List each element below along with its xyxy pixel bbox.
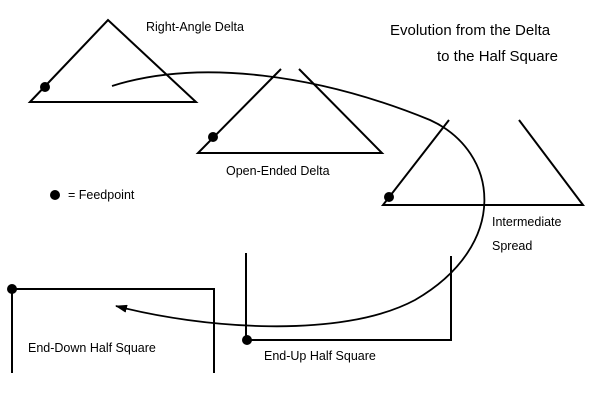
intermediate-spread-label-line-1: Intermediate (492, 215, 562, 229)
end-down-half-square-label: End-Down Half Square (28, 341, 156, 355)
right-angle-delta-label: Right-Angle Delta (146, 20, 244, 34)
title-line-1: Evolution from the Delta (390, 22, 551, 39)
right-angle-delta-feedpoint (40, 82, 50, 92)
open-ended-delta-shape (195, 68, 385, 154)
open-ended-delta-label: Open-Ended Delta (226, 164, 330, 178)
intermediate-spread-label-line-2: Spread (492, 239, 532, 253)
end-up-half-square-shape (245, 253, 452, 341)
end-up-half-square-feedpoint (242, 335, 252, 345)
end-down-half-square-feedpoint (7, 284, 17, 294)
intermediate-spread-shape (380, 119, 586, 206)
feedpoint-legend-dot (50, 190, 60, 200)
feedpoint-legend-label: = Feedpoint (68, 188, 135, 202)
title-line-2: to the Half Square (437, 48, 558, 65)
open-ended-delta-feedpoint (208, 132, 218, 142)
end-down-half-square-shape (11, 288, 215, 373)
intermediate-spread-feedpoint (384, 192, 394, 202)
end-up-half-square-label: End-Up Half Square (264, 349, 376, 363)
evolution-arrow (111, 71, 486, 328)
right-angle-delta-shape (27, 18, 199, 103)
